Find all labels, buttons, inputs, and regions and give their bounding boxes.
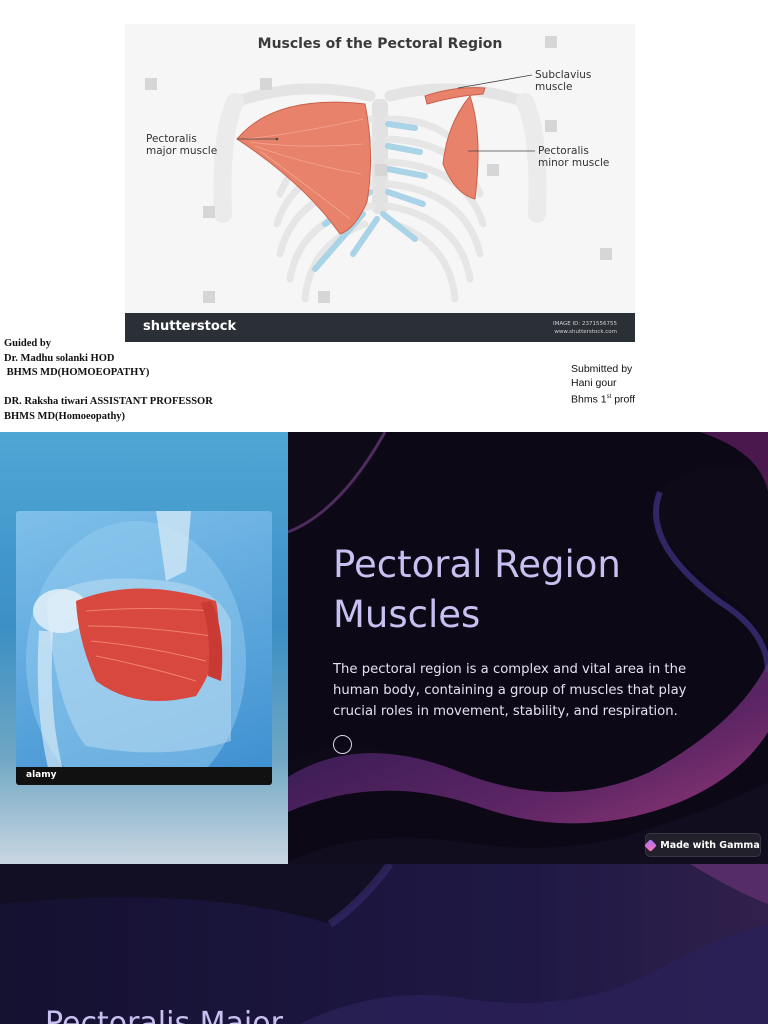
gamma-logo-icon [644,838,658,852]
student-name: Hani gour [571,377,617,389]
diagram-title: Muscles of the Pectoral Region [257,36,503,52]
circle-marker-button[interactable] [333,735,352,754]
class-suffix: proff [611,393,636,406]
class-sup: st [606,394,612,400]
guided-by-block: Guided by Dr. Madhu solanki HOD BHMS MD(… [4,337,213,424]
intro-text-panel: Pectoral Region Muscles The pectoral reg… [288,432,768,864]
image-id-text: IMAGE ID: 2371556755 [553,321,617,327]
shutterstock-footer: shutterstock IMAGE ID: 2371556755 www.sh… [125,313,635,342]
intro-slide: alamy Pectoral Region Muscles The pector… [0,432,768,864]
image-id: IMAGE ID: 2371556755 www.shutterstock.co… [553,320,617,336]
class-prefix: Bhms 1 [571,393,607,406]
alamy-footer: alamy [16,767,272,785]
guide1-degree: BHMS MD(HOMOEOPATHY) [4,367,150,378]
chest-muscle-image: alamy [16,511,272,785]
pectoralis-major-slide: Pectoralis Major [0,864,768,1024]
guided-heading: Guided by [4,338,51,349]
submitted-heading: Submitted by [571,363,633,375]
title-slide: Muscles of the Pectoral Region Subclaviu… [0,0,768,432]
image-panel: alamy [0,432,288,864]
guide1-name: Dr. Madhu solanki HOD [4,352,115,364]
image-site-text: www.shutterstock.com [554,329,617,335]
pectoralis-minor-label: Pectoralis minor muscle [538,145,610,169]
made-with-gamma-badge[interactable]: Made with Gamma [644,834,760,856]
rib-cage-illustration [145,36,612,303]
pectoral-diagram-image: Muscles of the Pectoral Region Subclaviu… [125,24,635,342]
slide-title-2: Pectoralis Major [45,1006,283,1024]
alamy-logo: alamy [26,770,57,780]
student-class: Bhms 1st proff [571,390,635,407]
pectoralis-major-label: Pectoralis major muscle [146,133,218,157]
guide2-name: DR. Raksha tiwari ASSISTANT PROFESSOR [4,396,213,407]
gamma-badge-label: Made with Gamma [660,839,760,851]
wave-background-2 [0,864,768,1024]
guide2-degree: BHMS MD(Homoeopathy) [4,410,126,422]
shutterstock-logo: shutterstock [143,319,237,334]
slide-title: Pectoral Region Muscles [333,543,621,636]
slide-body-text: The pectoral region is a complex and vit… [333,662,687,719]
submitted-by-block: Submitted by Hani gour Bhms 1st proff [571,362,635,407]
subclavius-label: Subclavius muscle [535,69,592,93]
torso-illustration [26,511,246,785]
